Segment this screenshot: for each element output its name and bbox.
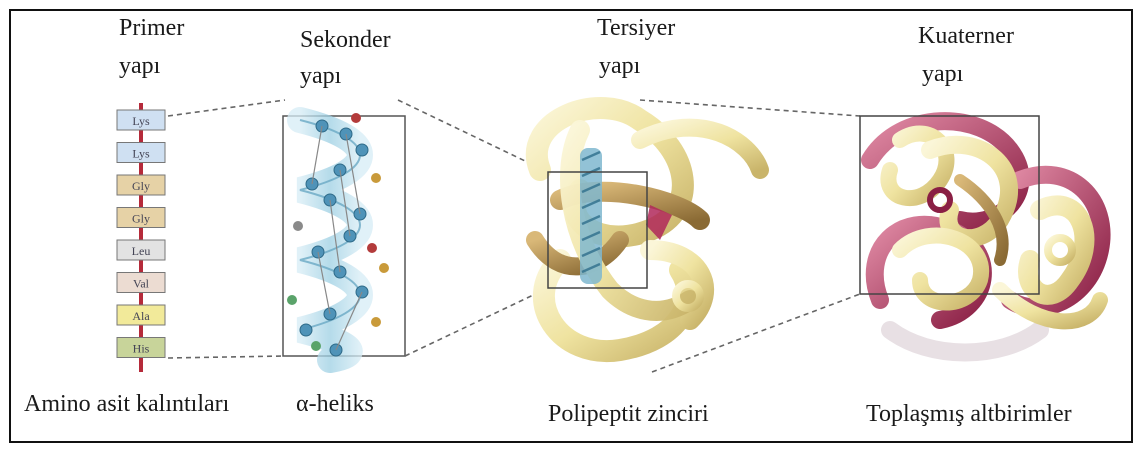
residue-label: Lys — [132, 114, 150, 128]
connector-dashed — [168, 100, 285, 116]
connector-dashed — [168, 356, 285, 358]
residue-label: Gly — [132, 179, 150, 193]
residue-box: Leu — [117, 240, 165, 260]
residue-box: Lys — [117, 110, 165, 130]
residue-box: Val — [117, 273, 165, 293]
connector-dashed — [640, 100, 860, 116]
quaternary-assembly-graphic — [870, 121, 1102, 352]
residue-box: Ala — [117, 305, 165, 325]
residue-label: Gly — [132, 212, 150, 226]
residue-label: His — [133, 342, 150, 356]
alpha-helix-graphic — [287, 113, 389, 360]
connector-dashed — [398, 100, 548, 172]
residue-label: Leu — [132, 244, 151, 258]
residue-label: Lys — [132, 147, 150, 161]
residue-box: Gly — [117, 175, 165, 195]
residue-box: Gly — [117, 208, 165, 228]
residue-box: His — [117, 338, 165, 358]
connector-dashed — [405, 288, 548, 356]
residue-label: Ala — [132, 309, 150, 323]
residue-label: Val — [133, 277, 150, 291]
residue-box: Lys — [117, 143, 165, 163]
